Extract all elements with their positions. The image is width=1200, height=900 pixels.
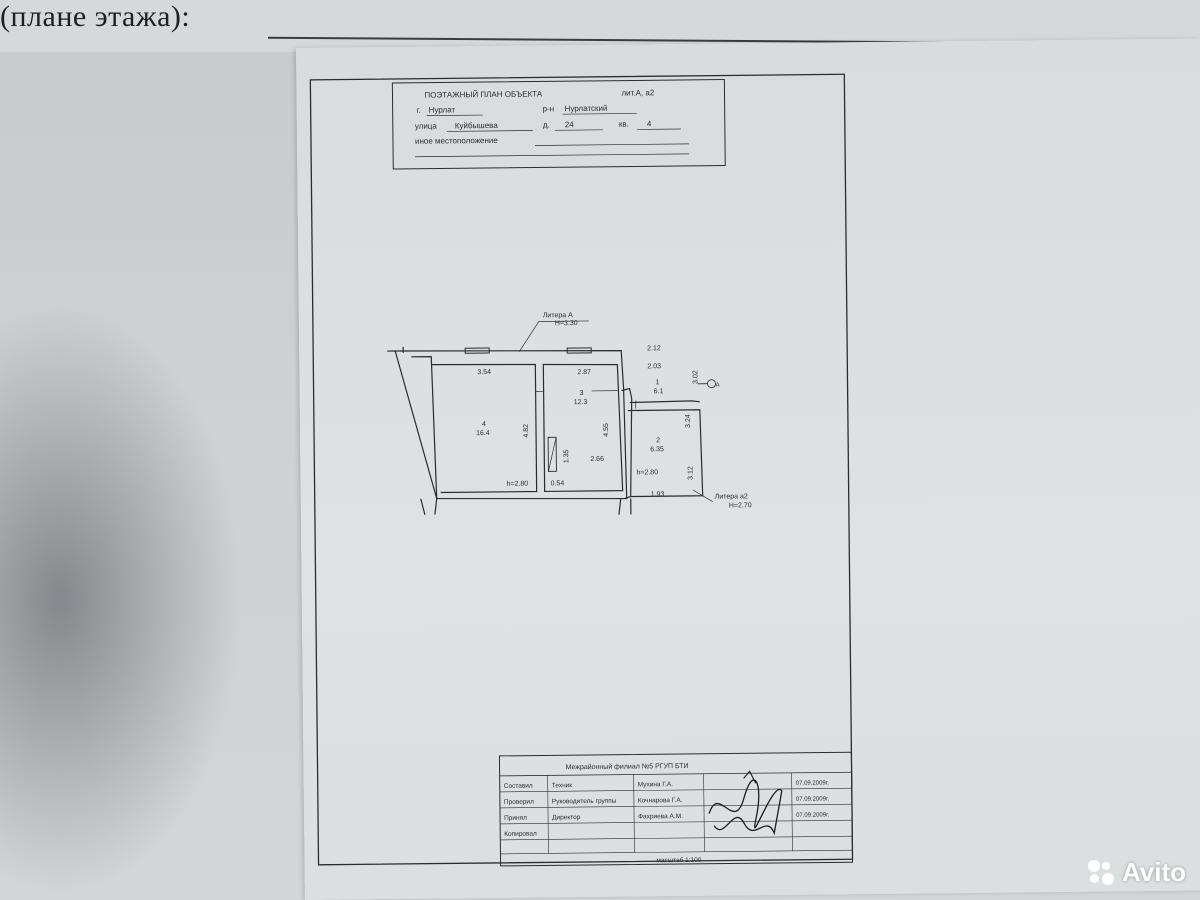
- signature-scribble: [708, 779, 783, 836]
- floor-plan-drawing: ПОЭТАЖНЫЙ ПЛАН ОБЪЕКТА лит.А, а2 г. Нурл…: [309, 73, 854, 867]
- apartment-prefix: кв.: [619, 120, 629, 129]
- stamp-position-3: Директор: [552, 814, 581, 821]
- plan-title: ПОЭТАЖНЫЙ ПЛАН ОБЪЕКТА: [424, 89, 542, 99]
- window-room3: [566, 347, 592, 354]
- plan-walls: [387, 346, 704, 515]
- litera-a-label: Литера А: [543, 312, 573, 319]
- other-location-label: иное местоположение: [415, 136, 498, 146]
- room2-number: 2: [656, 437, 660, 444]
- room2-ceiling-height: h=2.80: [636, 469, 658, 476]
- district-value: Нурлатский: [565, 104, 608, 113]
- title-block: ПОЭТАЖНЫЙ ПЛАН ОБЪЕКТА лит.А, а2 г. Нурл…: [391, 79, 726, 170]
- stamp-name-1: Мухина Г.А.: [638, 781, 674, 788]
- stamp-role-3: Принял: [504, 815, 527, 822]
- stamp-role-4: Копировал: [504, 831, 537, 838]
- dim-stair-width: 0.54: [551, 480, 565, 487]
- dim-room3-width: 2.87: [577, 369, 591, 376]
- house-prefix: д.: [543, 120, 550, 129]
- dim-room1-depth: 3.24: [685, 414, 692, 428]
- stamp-date-2: 07.09.2009г.: [796, 796, 830, 802]
- room4-number: 4: [482, 421, 486, 428]
- dim-stair-length: 1.35: [563, 449, 570, 463]
- plan-litera: лит.А, а2: [621, 88, 654, 97]
- entrance-marker-label: А: [716, 383, 720, 389]
- document-sheet: ПОЭТАЖНЫЙ ПЛАН ОБЪЕКТА лит.А, а2 г. Нурл…: [296, 38, 1200, 900]
- room4-area: 16.4: [476, 430, 490, 437]
- avito-watermark: Avito: [1086, 857, 1186, 888]
- dim-room4-width: 3.54: [477, 369, 491, 376]
- stair-element: [547, 436, 557, 472]
- street-value: Куйбышева: [455, 121, 499, 130]
- dim-room2-width: 1.93: [651, 491, 665, 498]
- stamp-scale: масштаб 1:100: [656, 856, 701, 864]
- district-prefix: р-н: [543, 104, 555, 113]
- city-prefix: г.: [417, 106, 421, 115]
- stamp-position-1: Техник: [552, 782, 573, 789]
- litera-a2-height: H=2.70: [729, 502, 752, 509]
- room2-area: 6.35: [650, 446, 664, 453]
- stamp-name-2: Кочнарова Г.А.: [638, 797, 683, 804]
- street-prefix: улица: [415, 122, 438, 131]
- stamp-block: Межрайонный филиал №5 РГУП БТИ Составил …: [498, 751, 854, 867]
- apartment-value: 4: [647, 119, 652, 128]
- stamp-date-3: 07.09.2009г.: [796, 812, 830, 818]
- stamp-name-3: Фахриева А.М.: [638, 813, 683, 820]
- drawing-frame: [309, 73, 854, 866]
- stamp-organization: Межрайонный филиал №5 РГУП БТИ: [566, 762, 689, 771]
- city-value: Нурлат: [429, 105, 456, 114]
- room1-number: 1: [655, 379, 659, 386]
- page-caption: (плане этажа):: [0, 0, 191, 33]
- avito-logo-icon: [1086, 858, 1116, 888]
- room3-area: 12.3: [574, 399, 588, 406]
- dim-room4-depth: 4.82: [523, 424, 530, 438]
- avito-wordmark: Avito: [1121, 857, 1186, 887]
- dim-room1-height: 3.02: [692, 370, 699, 384]
- window-room4: [464, 347, 490, 354]
- stamp-role-1: Составил: [504, 783, 533, 790]
- stamp-role-2: Проверил: [504, 799, 534, 806]
- litera-a2-label: Литера а2: [715, 493, 748, 500]
- dim-room3-depth: 4.55: [603, 423, 610, 437]
- stamp-position-2: Руководитель группы: [552, 798, 617, 806]
- house-value: 24: [565, 120, 575, 129]
- litera-a-height: H=3.30: [555, 320, 578, 327]
- dim-room3-inner: 2.66: [590, 456, 604, 463]
- floor-plan: Литера А H=3.30 Литера а2 H=2.70 А 3.54 …: [387, 312, 752, 515]
- dim-room2-depth: 3.12: [687, 466, 694, 480]
- dim-room1-width: 2.03: [647, 363, 661, 370]
- room1-area: 6.1: [654, 388, 664, 395]
- stamp-date-1: 07.09.2009г.: [796, 780, 830, 786]
- dim-top-right: 2.12: [647, 345, 661, 352]
- room3-number: 3: [580, 390, 584, 397]
- room4-ceiling-height: h=2.80: [507, 481, 529, 488]
- entrance-marker: [707, 379, 716, 389]
